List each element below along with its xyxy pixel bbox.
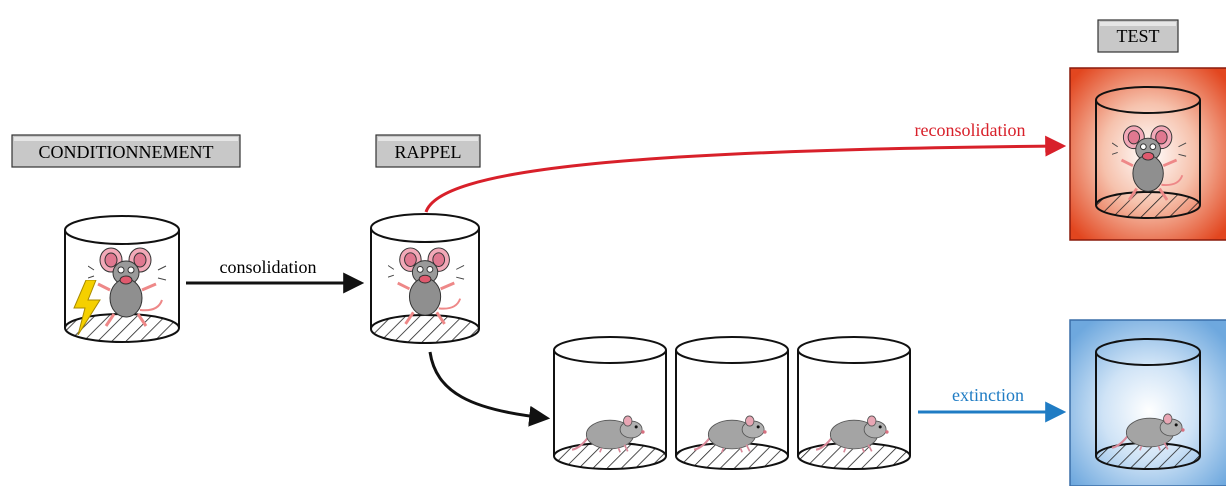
extinction-cage-1: [553, 336, 667, 470]
conditioning-label: CONDITIONNEMENT: [39, 142, 214, 162]
test-fear-panel: [1069, 67, 1226, 241]
consolidation-label: consolidation: [220, 257, 317, 277]
stage-label-conditioning: CONDITIONNEMENT: [11, 134, 241, 168]
test-label: TEST: [1117, 26, 1160, 46]
recall-cage: [370, 213, 480, 344]
stage-label-recall: RAPPEL: [375, 134, 481, 168]
extinction-label: extinction: [952, 385, 1024, 405]
stage-label-test: TEST: [1097, 19, 1179, 53]
extinction-cage-2: [675, 336, 789, 470]
extinction-arrow: extinction: [918, 385, 1067, 423]
reconsolidation-arrow: reconsolidation: [424, 120, 1067, 213]
conditioning-cage: [64, 215, 180, 343]
scared-mouse-icon: [388, 246, 466, 326]
extinction-path-arrow: [428, 351, 551, 427]
extinction-cage-3: [797, 336, 911, 470]
test-calm-panel: [1069, 319, 1226, 486]
consolidation-arrow: consolidation: [186, 257, 365, 294]
recall-label: RAPPEL: [394, 142, 461, 162]
reconsolidation-label: reconsolidation: [915, 120, 1026, 140]
